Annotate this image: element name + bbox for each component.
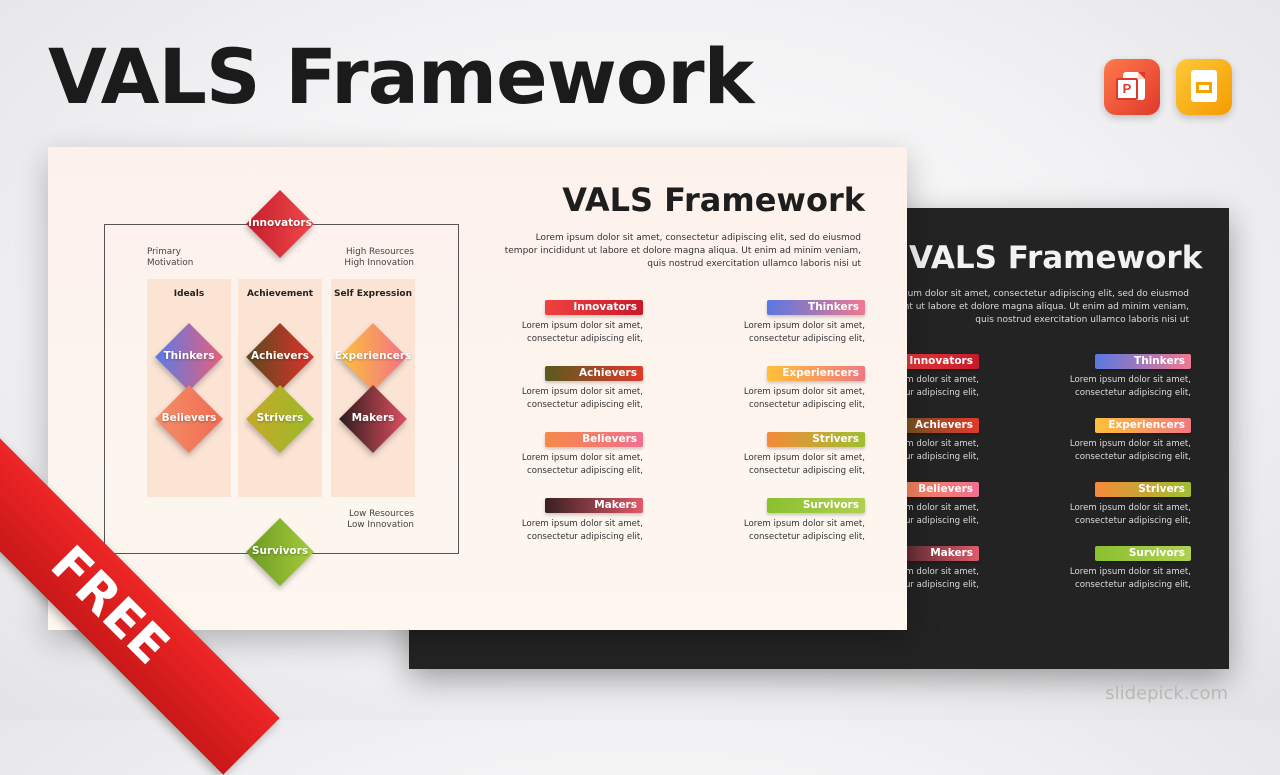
powerpoint-icon[interactable]: P [1104,59,1160,115]
label-innovators-dark: Innovators [883,354,979,369]
label-thinkers: Thinkers [767,300,865,315]
light-slide: Ideals Achievement Self Expression Prima… [48,147,907,630]
label-innovators: Innovators [545,300,643,315]
description-line: tempor incididunt ut labore et dolore ma… [832,302,1189,312]
label-description-dark: Lorem ipsum dolor sit amet,consectetur a… [857,375,979,398]
label-experiencers: Experiencers [767,366,865,381]
label-makers-dark: Makers [883,546,979,561]
column-header-achievement: Achievement [246,289,314,299]
diamond-label-achievers: Achievers [251,350,309,362]
label-description-dark: Lorem ipsum dolor sit amet,consectetur a… [1069,439,1191,462]
label-description: Lorem ipsum dolor sit amet,consectetur a… [521,387,643,410]
diamond-label-believers: Believers [161,412,217,424]
label-makers: Makers [545,498,643,513]
description-line: Lorem ipsum dolor sit amet, consectetur … [535,233,861,243]
label-strivers: Strivers [767,432,865,447]
label-survivors-dark: Survivors [1095,546,1191,561]
dark-slide-description: Lorem ipsum dolor sit amet, consectetur … [833,288,1189,327]
label-description: Lorem ipsum dolor sit amet,consectetur a… [521,453,643,476]
main-title: VALS Framework [48,32,754,121]
slide-title: VALS Framework [562,181,865,219]
dark-slide-title: VALS Framework [909,240,1203,276]
label-achievers: Achievers [545,366,643,381]
description-line: Lorem ipsum dolor sit amet, consectetur … [863,289,1189,299]
label-believers-dark: Believers [883,482,979,497]
column-header-self-expression: Self Expression [333,289,413,299]
diamond-label-makers: Makers [351,412,395,424]
label-description-dark: Lorem ipsum dolor sit amet,consectetur a… [857,439,979,462]
label-description-dark: Lorem ipsum dolor sit amet,consectetur a… [1069,503,1191,526]
label-description: Lorem ipsum dolor sit amet,consectetur a… [743,387,865,410]
label-thinkers-dark: Thinkers [1095,354,1191,369]
label-survivors: Survivors [767,498,865,513]
brand-watermark: slidepick.com [1105,683,1228,704]
diamond-label-strivers: Strivers [256,412,304,424]
label-description: Lorem ipsum dolor sit amet,consectetur a… [743,519,865,542]
label-description: Lorem ipsum dolor sit amet,consectetur a… [743,321,865,344]
slide-description: Lorem ipsum dolor sit amet, consectetur … [505,232,861,271]
label-description-dark: Lorem ipsum dolor sit amet,consectetur a… [857,503,979,526]
label-description-dark: Lorem ipsum dolor sit amet,consectetur a… [1069,567,1191,590]
label-description: Lorem ipsum dolor sit amet,consectetur a… [743,453,865,476]
google-slides-icon[interactable] [1176,59,1232,115]
label-description-dark: Lorem ipsum dolor sit amet,consectetur a… [1069,375,1191,398]
diamond-label-thinkers: Thinkers [163,350,215,362]
label-achievers-dark: Achievers [883,418,979,433]
description-line: quis nostrud exercitation ullamco labori… [975,315,1189,325]
label-description: Lorem ipsum dolor sit amet,consectetur a… [521,321,643,344]
powerpoint-letter: P [1116,78,1138,100]
label-experiencers-dark: Experiencers [1095,418,1191,433]
column-header-ideals: Ideals [173,289,205,299]
diamond-label-survivors: Survivors [251,545,309,557]
label-strivers-dark: Strivers [1095,482,1191,497]
diamond-label-innovators: Innovators [248,217,312,229]
label-description: Lorem ipsum dolor sit amet,consectetur a… [521,519,643,542]
diamond-label-experiencers: Experiencers [334,350,412,362]
label-believers: Believers [545,432,643,447]
label-description-dark: Lorem ipsum dolor sit amet,consectetur a… [857,567,979,590]
description-line: tempor incididunt ut labore et dolore ma… [504,246,861,256]
description-line: quis nostrud exercitation ullamco labori… [647,259,861,269]
